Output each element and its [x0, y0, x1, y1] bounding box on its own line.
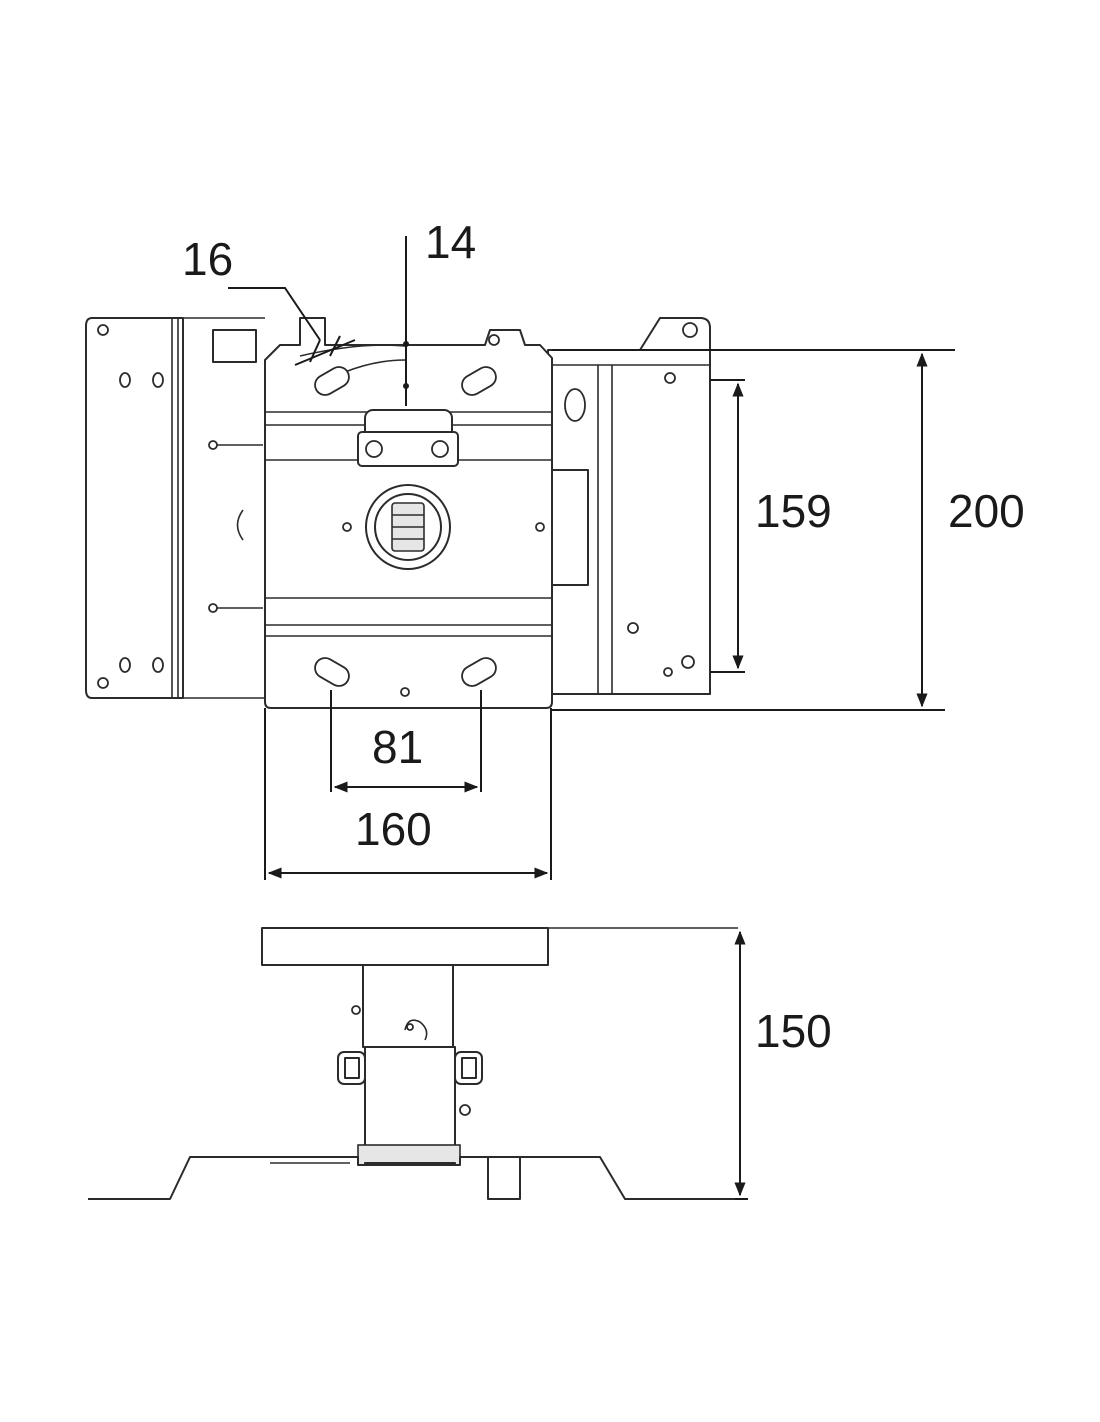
- dim-label-slot-width: 16: [182, 233, 233, 285]
- dimension-inner-height: 159: [710, 379, 832, 673]
- dimension-mount-height: 150: [734, 930, 832, 1200]
- dim-label-slot-offset: 14: [425, 216, 476, 268]
- dim-label-plate-width: 160: [355, 803, 432, 855]
- top-view: [85, 317, 711, 709]
- dimension-plate-width: 160: [264, 708, 552, 880]
- dimension-slot-width: 16: [182, 233, 356, 366]
- extension-column: [362, 964, 454, 1048]
- tilt-joint: [364, 1046, 456, 1148]
- left-wall-plate: [85, 317, 265, 699]
- projector-plate: [88, 1156, 735, 1200]
- right-wall-plate: [547, 317, 711, 695]
- dim-label-hole-spacing: 81: [372, 721, 423, 773]
- dim-label-inner-height: 159: [755, 485, 832, 537]
- dimension-hole-spacing: 81: [330, 690, 482, 793]
- side-view: [88, 927, 738, 1200]
- ceiling-plate: [261, 927, 549, 966]
- center-mounting-plate: [264, 317, 553, 709]
- dim-label-mount-height: 150: [755, 1005, 832, 1057]
- dimension-slot-offset: 14: [403, 216, 476, 406]
- dim-label-outer-height: 200: [948, 485, 1025, 537]
- dimension-outer-height: 200: [552, 349, 1025, 711]
